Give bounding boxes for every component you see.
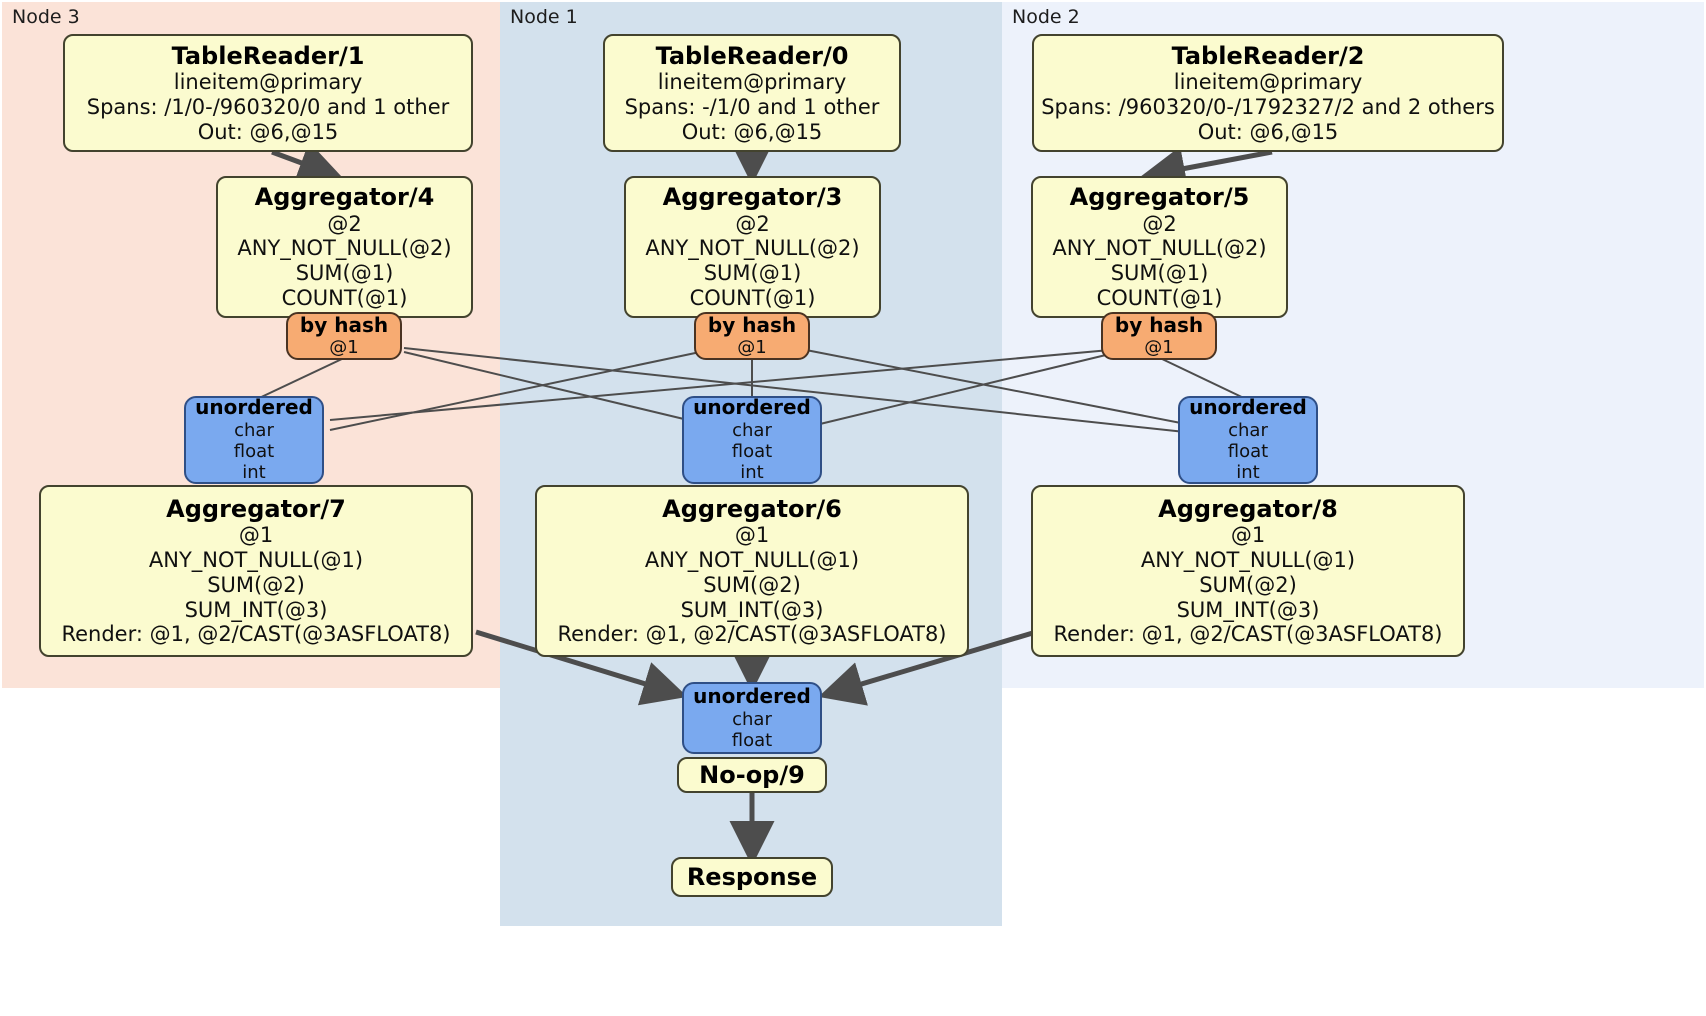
processor-line: Render: @1, @2/CAST(@3ASFLOAT8) xyxy=(557,622,947,647)
processor-no-op-9[interactable]: No-op/9 xyxy=(677,757,827,793)
processor-tablereader-0[interactable]: TableReader/0 lineitem@primary Spans: -/… xyxy=(603,34,901,152)
processor-title: TableReader/2 xyxy=(1171,41,1365,70)
processor-line: SUM(@2) xyxy=(207,572,305,597)
router-title: by hash xyxy=(299,312,389,337)
processor-line: Spans: /1/0-/960320/0 and 1 other xyxy=(86,94,450,119)
router-title: unordered xyxy=(1189,395,1307,420)
processor-line: Spans: -/1/0 and 1 other xyxy=(624,94,880,119)
processor-line: SUM(@1) xyxy=(295,261,394,286)
processor-line: @2 xyxy=(1142,211,1177,236)
processor-line: SUM(@1) xyxy=(1110,261,1209,286)
processor-line: COUNT(@1) xyxy=(1096,285,1223,310)
router-title: unordered xyxy=(195,395,313,420)
processor-line: ANY_NOT_NULL(@2) xyxy=(1052,236,1267,261)
panel-node-2-label: Node 2 xyxy=(1012,6,1080,28)
processor-tablereader-1[interactable]: TableReader/1 lineitem@primary Spans: /1… xyxy=(63,34,473,152)
processor-aggregator-8[interactable]: Aggregator/8 @1 ANY_NOT_NULL(@1) SUM(@2)… xyxy=(1031,485,1465,657)
router-line: @1 xyxy=(737,337,767,359)
processor-line: @2 xyxy=(327,211,362,236)
router-line: char xyxy=(1228,419,1268,441)
processor-line: Out: @6,@15 xyxy=(197,119,339,144)
processor-title: Aggregator/5 xyxy=(1069,183,1250,212)
input-sync-unordered-right[interactable]: unordered char float int xyxy=(1178,396,1318,484)
processor-title: Aggregator/3 xyxy=(662,183,843,212)
processor-line: ANY_NOT_NULL(@1) xyxy=(644,548,860,572)
router-line: float xyxy=(731,729,773,751)
processor-line: SUM_INT(@3) xyxy=(1176,597,1320,622)
processor-line: Render: @1, @2/CAST(@3ASFLOAT8) xyxy=(1053,622,1443,647)
processor-title: TableReader/0 xyxy=(655,41,849,70)
processor-line: COUNT(@1) xyxy=(689,285,816,310)
processor-tablereader-2[interactable]: TableReader/2 lineitem@primary Spans: /9… xyxy=(1032,34,1504,152)
panel-node-1-label: Node 1 xyxy=(510,6,578,28)
output-router-by-hash-left[interactable]: by hash @1 xyxy=(286,312,402,360)
input-sync-unordered-mid[interactable]: unordered char float int xyxy=(682,396,822,484)
processor-aggregator-6[interactable]: Aggregator/6 @1 ANY_NOT_NULL(@1) SUM(@2)… xyxy=(535,485,969,657)
processor-line: lineitem@primary xyxy=(173,70,363,94)
processor-title: Aggregator/6 xyxy=(662,494,842,523)
processor-aggregator-5[interactable]: Aggregator/5 @2 ANY_NOT_NULL(@2) SUM(@1)… xyxy=(1031,176,1288,318)
processor-line: ANY_NOT_NULL(@1) xyxy=(1140,548,1356,572)
router-line: char xyxy=(234,419,274,441)
processor-line: ANY_NOT_NULL(@2) xyxy=(645,236,860,261)
processor-aggregator-3[interactable]: Aggregator/3 @2 ANY_NOT_NULL(@2) SUM(@1)… xyxy=(624,176,881,318)
processor-aggregator-4[interactable]: Aggregator/4 @2 ANY_NOT_NULL(@2) SUM(@1)… xyxy=(216,176,473,318)
processor-title: No-op/9 xyxy=(699,760,805,789)
router-line: float xyxy=(1227,441,1269,463)
processor-line: SUM_INT(@3) xyxy=(184,597,328,622)
router-title: by hash xyxy=(1114,312,1204,337)
processor-title: Aggregator/7 xyxy=(166,494,346,523)
processor-title: TableReader/1 xyxy=(171,41,365,70)
router-title: unordered xyxy=(693,395,811,420)
router-line: char xyxy=(732,419,772,441)
processor-line: Out: @6,@15 xyxy=(681,119,823,144)
processor-response[interactable]: Response xyxy=(671,857,833,897)
processor-line: Out: @6,@15 xyxy=(1197,119,1339,144)
processor-line: COUNT(@1) xyxy=(281,285,408,310)
panel-node-3-label: Node 3 xyxy=(12,6,80,28)
processor-line: SUM(@1) xyxy=(703,261,802,286)
router-line: int xyxy=(242,462,266,484)
processor-title: Aggregator/4 xyxy=(254,183,435,212)
processor-line: @1 xyxy=(734,523,770,548)
processor-aggregator-7[interactable]: Aggregator/7 @1 ANY_NOT_NULL(@1) SUM(@2)… xyxy=(39,485,473,657)
processor-line: SUM(@2) xyxy=(1199,572,1297,597)
output-router-by-hash-mid[interactable]: by hash @1 xyxy=(694,312,810,360)
router-line: int xyxy=(740,462,764,484)
processor-line: @1 xyxy=(238,523,274,548)
processor-line: Render: @1, @2/CAST(@3ASFLOAT8) xyxy=(61,622,451,647)
processor-line: SUM_INT(@3) xyxy=(680,597,824,622)
processor-title: Response xyxy=(686,862,818,891)
input-sync-unordered-left[interactable]: unordered char float int xyxy=(184,396,324,484)
processor-line: ANY_NOT_NULL(@2) xyxy=(237,236,452,261)
router-line: @1 xyxy=(1144,337,1174,359)
router-line: float xyxy=(233,441,275,463)
processor-line: SUM(@2) xyxy=(703,572,801,597)
router-title: by hash xyxy=(707,312,797,337)
processor-line: @1 xyxy=(1230,523,1266,548)
processor-line: lineitem@primary xyxy=(657,70,847,94)
input-sync-unordered-final[interactable]: unordered char float xyxy=(682,682,822,754)
router-line: float xyxy=(731,441,773,463)
router-line: int xyxy=(1236,462,1260,484)
processor-line: ANY_NOT_NULL(@1) xyxy=(148,548,364,572)
processor-title: Aggregator/8 xyxy=(1158,494,1338,523)
router-title: unordered xyxy=(693,683,811,708)
router-line: @1 xyxy=(329,337,359,359)
processor-line: lineitem@primary xyxy=(1173,70,1363,94)
output-router-by-hash-right[interactable]: by hash @1 xyxy=(1101,312,1217,360)
processor-line: Spans: /960320/0-/1792327/2 and 2 others xyxy=(1041,94,1495,119)
router-line: char xyxy=(732,708,772,730)
processor-line: @2 xyxy=(735,211,770,236)
